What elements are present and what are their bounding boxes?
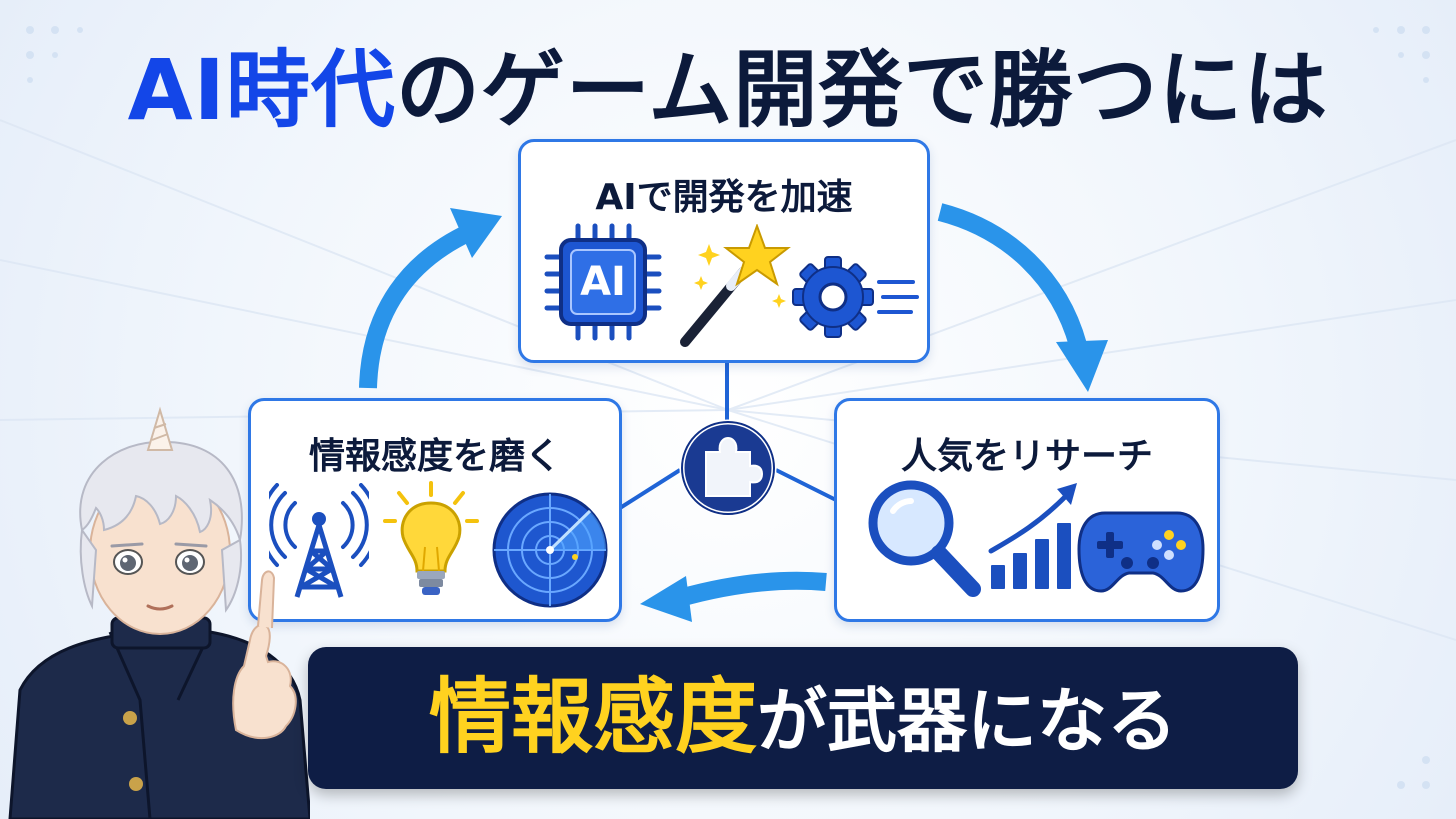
arrow-left-head <box>450 208 502 258</box>
arrow-left-up <box>359 223 474 389</box>
growth-chart-icon <box>988 483 1077 589</box>
card-sensitivity: 情報感度を磨く <box>248 398 622 622</box>
arrow-bottom-head <box>640 576 692 622</box>
puzzle-hub-icon <box>679 419 777 517</box>
magic-wand-icon <box>680 224 791 347</box>
title-accent: AI時代 <box>127 41 396 139</box>
magnifier-icon <box>868 480 981 597</box>
arrow-right-head <box>1056 340 1108 392</box>
card-sensitivity-title: 情報感度を磨く <box>308 436 561 477</box>
mascot-character <box>8 406 310 819</box>
page-title: AI時代のゲーム開発で勝つには <box>0 40 1456 140</box>
banner-highlight: 情報感度 <box>428 670 757 765</box>
hub-connectors <box>618 362 837 510</box>
gear-icon <box>792 256 919 338</box>
chip-label: AI <box>580 259 626 305</box>
radar-icon <box>492 492 608 608</box>
title-rest: のゲーム開発で勝つには <box>395 41 1329 139</box>
chip-icon <box>544 223 662 341</box>
card-research-title: 人気をリサーチ <box>900 436 1153 477</box>
card-accelerate: AIで開発を加速 AI <box>518 139 930 363</box>
lightbulb-icon <box>383 481 479 595</box>
conclusion-banner: 情報感度が武器になる <box>308 647 1298 789</box>
gamepad-icon <box>1077 511 1205 593</box>
arrow-right-down <box>937 203 1087 348</box>
arrow-bottom-left <box>677 571 827 607</box>
banner-rest: が武器になる <box>757 680 1177 762</box>
card-research: 人気をリサーチ <box>834 398 1220 622</box>
card-accelerate-title: AIで開発を加速 <box>595 177 853 218</box>
antenna-icon <box>269 483 369 598</box>
